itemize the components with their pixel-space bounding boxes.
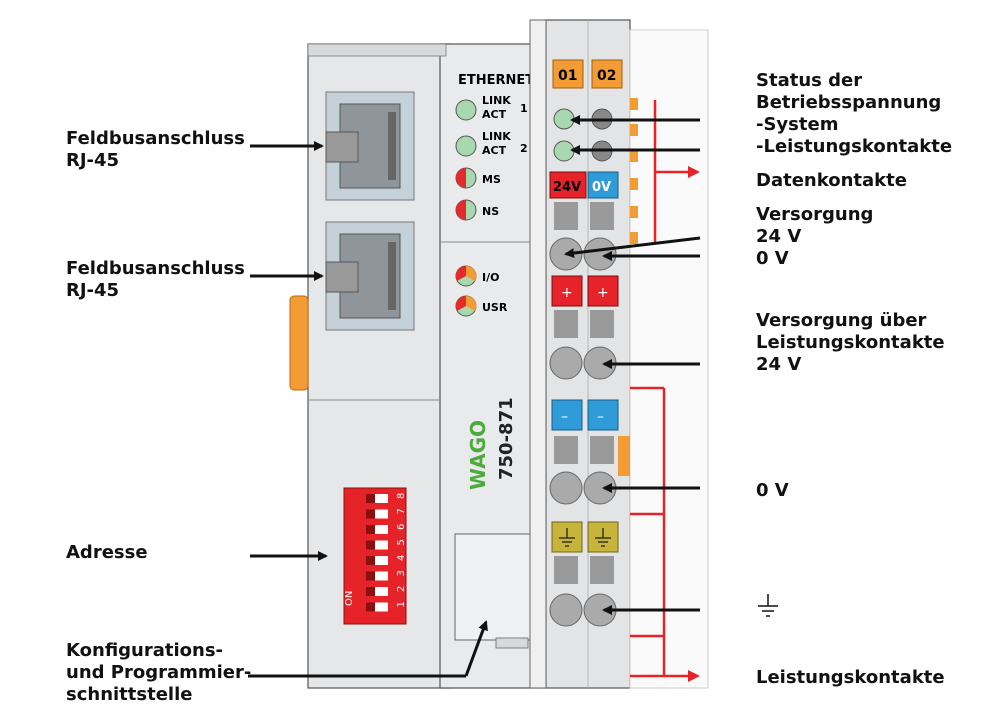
- tag-02: 02: [597, 68, 616, 84]
- led-usr: [455, 295, 477, 317]
- led-link-act-2-label-a: LINK: [482, 130, 511, 143]
- config-interface-port[interactable]: [454, 533, 538, 641]
- minus-left: –: [561, 409, 568, 425]
- ground-icon-left: [559, 528, 575, 547]
- label-address: Adresse: [66, 542, 148, 563]
- dip-switch-knob-1: [366, 602, 375, 612]
- label-status: Status der Betriebsspannung -System -Lei…: [756, 70, 953, 157]
- label-supply: Versorgung 24 V 0 V: [756, 204, 874, 269]
- led-io-label: I/O: [482, 271, 499, 284]
- plus-left: +: [561, 285, 573, 301]
- led-ns: [455, 199, 477, 221]
- led-ms: [455, 167, 477, 189]
- dip-number-1: 1: [396, 601, 407, 607]
- dip-switch-knob-8: [366, 494, 375, 503]
- dip-number-3: 3: [396, 570, 407, 576]
- dip-switch-knob-7: [366, 509, 375, 519]
- dip-switch-2[interactable]: [366, 587, 388, 596]
- dip-on-label: ON: [344, 591, 355, 606]
- led-link-act-1-num: 1: [520, 102, 528, 115]
- dip-switch-7[interactable]: [366, 509, 388, 519]
- led-io: [455, 265, 477, 287]
- dip-number-4: 4: [396, 555, 407, 561]
- tag-01: 01: [558, 68, 577, 84]
- rj45-port-top: [325, 91, 415, 201]
- release-lever: [289, 295, 309, 391]
- led-link-act-2-label-b: ACT: [482, 144, 507, 157]
- dip-switch-knob-3: [366, 571, 375, 581]
- led-ns-label: NS: [482, 205, 499, 218]
- status-led-power: [553, 140, 575, 162]
- dip-switch-1[interactable]: [366, 602, 388, 612]
- led-link-act-1-label-b: ACT: [482, 108, 507, 121]
- label-supply-power-contacts: Versorgung über Leistungskontakte 24 V: [756, 310, 945, 375]
- led-link-act-2-num: 2: [520, 142, 528, 155]
- led-link-act-1: [455, 99, 477, 121]
- label-rj45-top: Feldbusanschluss RJ-45: [66, 128, 245, 171]
- model-number: 750-871: [496, 397, 517, 480]
- label-0v: 0 V: [756, 480, 789, 501]
- label-24v: 24V: [553, 180, 581, 195]
- dip-switch-6[interactable]: [366, 525, 388, 534]
- label-data-contacts: Datenkontakte: [756, 170, 907, 191]
- dip-switch-knob-6: [366, 525, 375, 534]
- terminal-block: 01 02 24V 0V + + – –: [529, 19, 709, 689]
- ground-icon: [758, 594, 778, 617]
- data-contact-wiring: [653, 100, 700, 242]
- dip-number-5: 5: [396, 539, 407, 545]
- dip-number-2: 2: [396, 586, 407, 592]
- power-contact-wiring: [630, 386, 700, 682]
- pointer-arrows: [248, 115, 701, 678]
- led-ms-label: MS: [482, 173, 501, 186]
- led-link-act-1-label-a: LINK: [482, 94, 511, 107]
- label-config-interface: Konfigurations- und Programmier- schnitt…: [66, 640, 252, 705]
- label-rj45-bottom: Feldbusanschluss RJ-45: [66, 258, 245, 301]
- status-led-system: [553, 108, 575, 130]
- ground-icon-right: [595, 528, 611, 547]
- dip-switch-3[interactable]: [366, 571, 388, 581]
- minus-right: –: [597, 409, 604, 425]
- led-link-act-2: [455, 135, 477, 157]
- dip-number-6: 6: [396, 524, 407, 530]
- bus-title: ETHERNET: [458, 73, 534, 88]
- dip-switch-knob-5: [366, 540, 375, 550]
- label-power-contacts: Leistungskontakte: [756, 667, 945, 688]
- dip-switch-knob-4: [366, 556, 375, 565]
- dip-number-7: 7: [396, 508, 407, 514]
- led-usr-label: USR: [482, 301, 508, 314]
- plus-right: +: [597, 285, 609, 301]
- label-0v: 0V: [592, 180, 611, 195]
- dip-switch-8[interactable]: [366, 494, 388, 503]
- dip-switch[interactable]: 1 2 3 4 5 6 7 8 ON: [343, 487, 407, 625]
- dip-switch-4[interactable]: [366, 556, 388, 565]
- dip-number-8: 8: [396, 493, 407, 499]
- rj45-port-bottom: [325, 221, 415, 331]
- brand-logo: WAGO: [466, 420, 490, 490]
- dip-switch-knob-2: [366, 587, 375, 596]
- dip-switch-5[interactable]: [366, 540, 388, 550]
